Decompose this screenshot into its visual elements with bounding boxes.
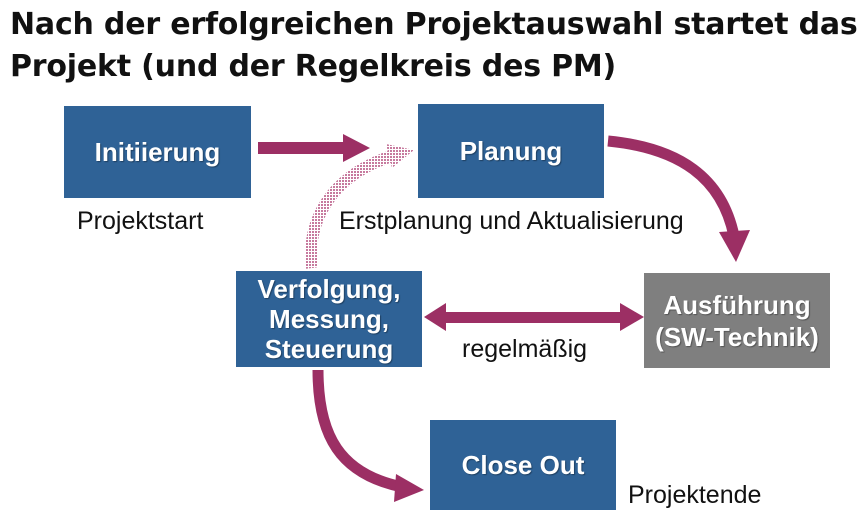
erstplanung-label: Erstplanung und Aktualisierung	[339, 207, 684, 235]
slide-title-line-1: Nach der erfolgreichen Projektauswahl st…	[10, 7, 858, 42]
ausfuehrung-box: Ausführung (SW-Technik)	[644, 273, 830, 368]
slide-title: Nach der erfolgreichen Projektauswahl st…	[10, 4, 858, 88]
messung-label: Messung,	[269, 304, 389, 334]
arrow-planung-to-ausfuehrung	[607, 135, 750, 262]
projektstart-label: Projektstart	[77, 207, 204, 235]
projektende-label: Projektende	[628, 481, 762, 509]
initiierung-box: Initiierung	[64, 106, 251, 198]
close-out-label: Close Out	[461, 450, 585, 480]
planung-box: Planung	[418, 104, 604, 198]
sw-technik-label: (SW-Technik)	[655, 321, 819, 352]
arrow-verfolgung-to-close-out	[312, 369, 424, 502]
verfolgung-label: Verfolgung,	[257, 274, 401, 304]
verfolgung-messung-steuerung-box: Verfolgung, Messung, Steuerung	[236, 271, 422, 367]
steuerung-label: Steuerung	[264, 334, 394, 364]
initiierung-label: Initiierung	[94, 137, 221, 167]
arrow-verfolgung-ausfuehrung-bidirectional	[424, 303, 644, 331]
arrow-initiierung-to-planung	[258, 134, 370, 162]
ausfuehrung-label: Ausführung	[663, 289, 811, 320]
close-out-box: Close Out	[430, 420, 616, 510]
regelmaessig-label: regelmäßig	[462, 335, 588, 363]
planung-label: Planung	[459, 136, 563, 166]
slide-title-line-2: Projekt (und der Regelkreis des PM)	[10, 49, 617, 84]
arrow-verfolgung-to-planung	[305, 144, 414, 269]
